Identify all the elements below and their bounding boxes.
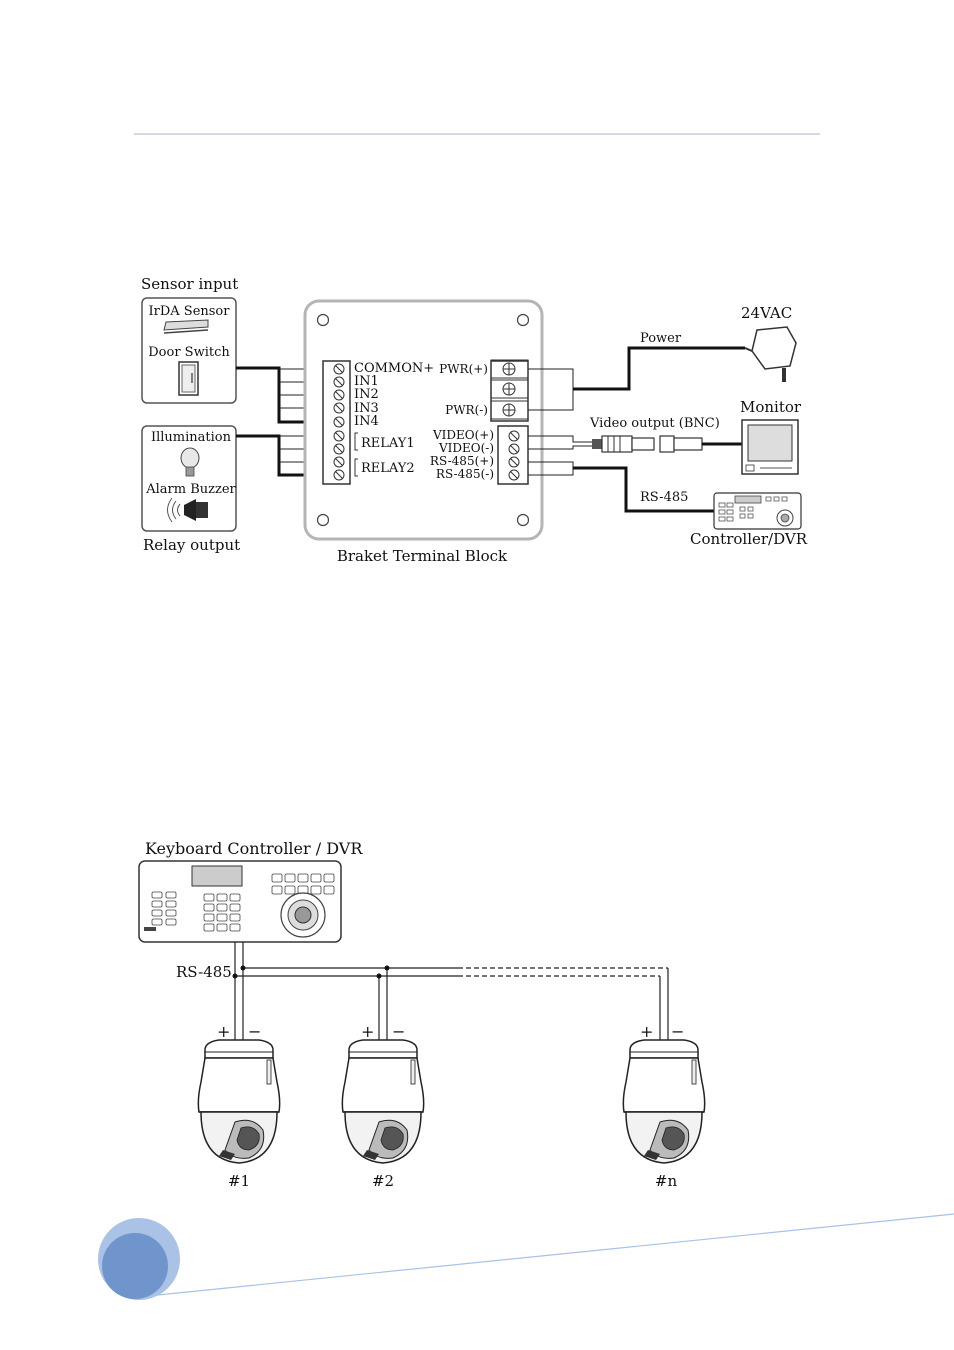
irda-sensor-icon	[163, 319, 209, 334]
rs485-bus	[234, 942, 669, 1040]
relay1-bracket	[354, 432, 358, 451]
camera-1-label: #1	[228, 1172, 250, 1190]
camera-n-label: #n	[655, 1172, 678, 1190]
relay-feed-wire	[236, 434, 323, 477]
terminal-in4: IN4	[354, 414, 379, 429]
terminal-block-title: Braket Terminal Block	[337, 547, 508, 565]
rs485-bus-dashed	[458, 967, 668, 977]
bnc-connector-icon	[592, 435, 742, 453]
left-screws	[333, 363, 345, 481]
mounting-holes	[316, 313, 530, 527]
power-label: Power	[640, 331, 682, 346]
power-screws	[490, 359, 529, 420]
rs485-network-diagram: Keyboard Controller / DVR	[138, 839, 706, 1190]
footer-decoration	[98, 1213, 954, 1300]
terminal-in2: IN2	[354, 387, 379, 402]
terminal-block-diagram: Sensor input IrDA Sensor Door Switch Ill…	[141, 275, 808, 565]
footer-inner-circle	[102, 1233, 168, 1299]
controller-icon	[713, 492, 802, 530]
terminal-relay2: RELAY2	[361, 461, 415, 476]
light-bulb-icon	[180, 447, 200, 477]
relay2-bracket	[354, 458, 358, 477]
camera-2-icon	[341, 1039, 425, 1164]
terminal-video-minus: VIDEO(-)	[438, 441, 494, 455]
footer-line	[137, 1213, 954, 1298]
terminal-relay1: RELAY1	[361, 436, 415, 451]
bus-junctions	[232, 965, 390, 979]
door-switch-label: Door Switch	[148, 345, 230, 360]
camera1-minus: −	[248, 1022, 261, 1041]
illumination-label: Illumination	[151, 430, 232, 445]
rs485-label: RS-485	[640, 490, 688, 505]
camera-n-icon	[622, 1039, 706, 1164]
irda-sensor-label: IrDA Sensor	[149, 304, 231, 319]
alarm-buzzer-label: Alarm Buzzer	[145, 482, 236, 497]
terminal-rs485-plus: RS-485(+)	[430, 454, 494, 468]
signal-screws	[508, 430, 520, 481]
sensor-input-title: Sensor input	[141, 275, 238, 293]
door-switch-icon	[178, 361, 199, 396]
camera1-plus: +	[217, 1022, 230, 1041]
keyboard-controller-icon	[138, 860, 342, 943]
rs485-bus-label: RS-485	[176, 963, 232, 981]
camera2-plus: +	[361, 1022, 374, 1041]
buzzer-icon	[167, 497, 208, 523]
video-output-label: Video output (BNC)	[589, 416, 720, 431]
terminal-in1: IN1	[354, 374, 379, 389]
cameran-minus: −	[671, 1022, 684, 1041]
controller-dvr-label: Controller/DVR	[690, 530, 808, 548]
camera2-minus: −	[392, 1022, 405, 1041]
power-cable	[573, 346, 745, 391]
camera-1-icon	[197, 1039, 281, 1164]
monitor-icon	[741, 419, 799, 475]
relay-output-title: Relay output	[143, 536, 240, 554]
relay-output-box	[141, 425, 237, 532]
camera-2-label: #2	[372, 1172, 394, 1190]
cameran-plus: +	[640, 1022, 653, 1041]
keyboard-controller-label: Keyboard Controller / DVR	[145, 839, 363, 858]
terminal-pwr-minus: PWR(-)	[445, 403, 488, 417]
terminal-in3: IN3	[354, 401, 379, 416]
monitor-label: Monitor	[740, 398, 802, 416]
ac-adapter-icon	[744, 326, 797, 382]
rs485-cable	[573, 466, 715, 513]
video-wires	[528, 435, 592, 450]
terminal-common: COMMON+	[354, 361, 434, 376]
terminal-pwr-plus: PWR(+)	[439, 362, 488, 376]
bracket-plate	[303, 299, 544, 541]
power-source-label: 24VAC	[741, 304, 792, 322]
terminal-rs485-minus: RS-485(-)	[436, 467, 494, 481]
terminal-video-plus: VIDEO(+)	[432, 428, 494, 442]
